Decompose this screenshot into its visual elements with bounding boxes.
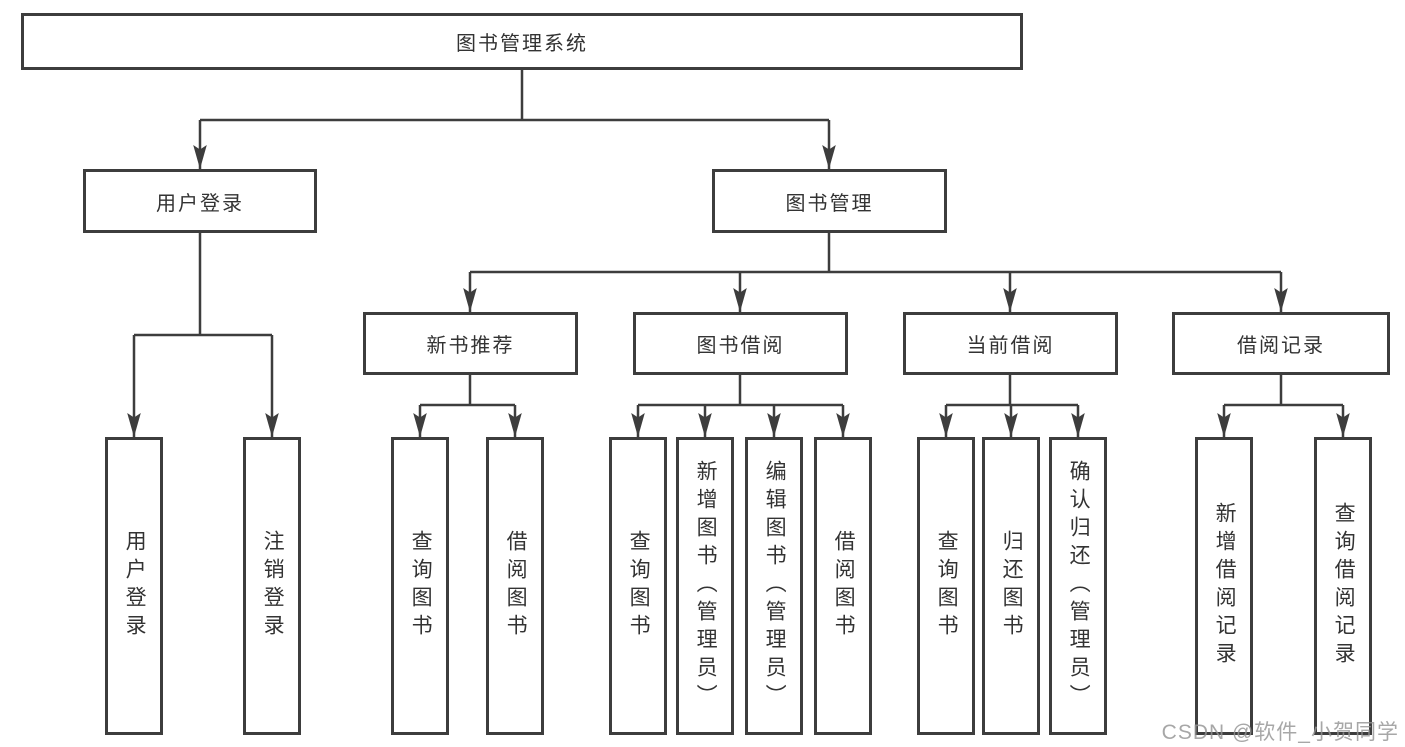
leaf-edit-book-admin: 编辑图书（管理员） <box>745 437 803 735</box>
node-label: 借阅图书 <box>832 530 856 642</box>
node-label: 注销登录 <box>261 530 285 642</box>
leaf-logout: 注销登录 <box>243 437 301 735</box>
leaf-confirm-return-admin: 确认归还（管理员） <box>1049 437 1107 735</box>
node-label: 查询借阅记录 <box>1332 502 1356 670</box>
csdn-watermark: CSDN @软件_小贺同学 <box>1161 721 1399 744</box>
node-label: 用户登录 <box>156 192 244 215</box>
leaf-borrow-books: 借阅图书 <box>814 437 872 735</box>
node-new-book-recommend: 新书推荐 <box>363 312 578 375</box>
node-label: 查询图书 <box>409 530 433 642</box>
node-label: 借阅记录 <box>1237 335 1325 357</box>
node-label: 查询图书 <box>627 530 651 642</box>
node-label: 图书管理系统 <box>456 33 588 55</box>
node-book-management: 图书管理 <box>712 169 947 233</box>
node-label: 归还图书 <box>1000 530 1024 642</box>
connector-trunks <box>134 70 1343 407</box>
leaf-query-books-recommend: 查询图书 <box>391 437 449 735</box>
node-label: 当前借阅 <box>966 335 1055 357</box>
node-user-login: 用户登录 <box>83 169 317 233</box>
node-label: 图书借阅 <box>696 335 785 357</box>
node-label: 查询图书 <box>935 530 959 642</box>
node-label: 确认归还（管理员） <box>1067 460 1091 712</box>
node-library-management-system: 图书管理系统 <box>21 13 1023 70</box>
node-label: 新增图书（管理员） <box>694 460 718 712</box>
leaf-return-book: 归还图书 <box>982 437 1040 735</box>
leaf-query-borrow-record: 查询借阅记录 <box>1314 437 1372 735</box>
node-label: 图书管理 <box>785 192 874 215</box>
leaf-query-books-current: 查询图书 <box>917 437 975 735</box>
leaf-add-book-admin: 新增图书（管理员） <box>676 437 734 735</box>
leaf-user-login: 用户登录 <box>105 437 163 735</box>
node-book-borrow: 图书借阅 <box>633 312 848 375</box>
node-label: 借阅图书 <box>504 530 528 642</box>
leaf-add-borrow-record: 新增借阅记录 <box>1195 437 1253 735</box>
node-label: 新增借阅记录 <box>1213 502 1237 670</box>
node-current-borrow: 当前借阅 <box>903 312 1118 375</box>
leaf-borrow-books-recommend: 借阅图书 <box>486 437 544 735</box>
leaf-query-books-borrow: 查询图书 <box>609 437 667 735</box>
node-borrow-records: 借阅记录 <box>1172 312 1390 375</box>
node-label: 新书推荐 <box>426 335 515 357</box>
node-label: 用户登录 <box>123 530 147 642</box>
node-label: 编辑图书（管理员） <box>763 460 787 712</box>
